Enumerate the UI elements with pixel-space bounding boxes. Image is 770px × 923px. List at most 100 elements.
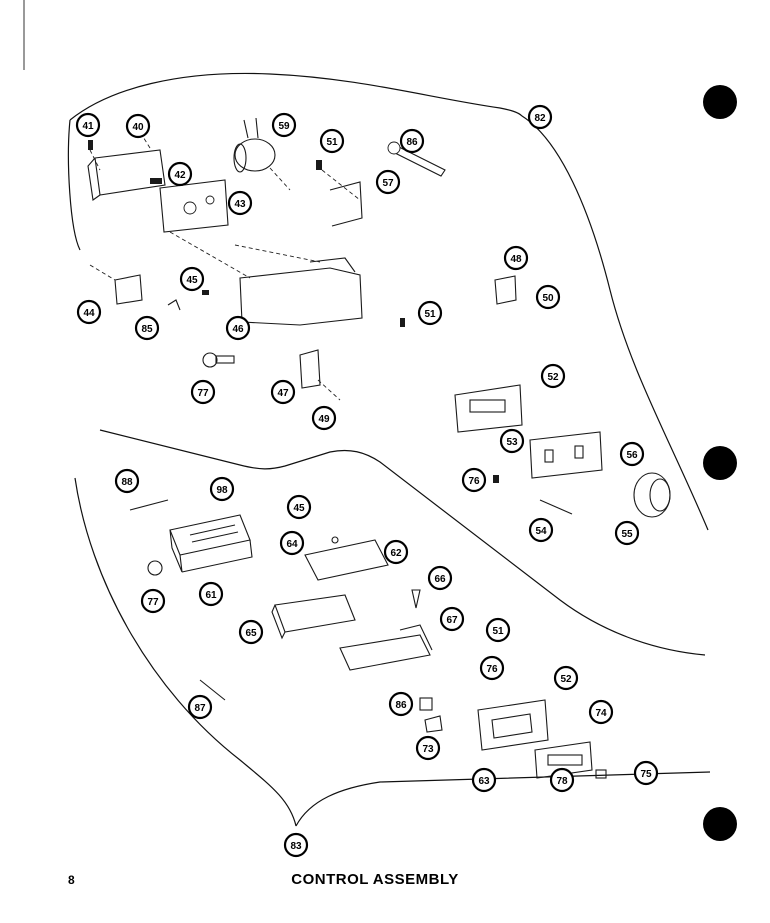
callout-43: 43	[227, 190, 253, 216]
svg-text:76: 76	[486, 664, 498, 675]
svg-text:54: 54	[535, 526, 547, 537]
bracket-part-57	[329, 181, 363, 227]
callout-56: 56	[619, 441, 645, 467]
callout-85: 85	[134, 315, 160, 341]
screw-part-76-upper	[493, 475, 499, 483]
callout-51-upper: 51	[319, 128, 345, 154]
callout-47: 47	[270, 379, 296, 405]
callout-78: 78	[549, 767, 575, 793]
bracket-part-65	[271, 594, 356, 640]
callout-55: 55	[614, 520, 640, 546]
callout-52-lower: 52	[553, 665, 579, 691]
callout-74: 74	[588, 699, 614, 725]
punch-hole-middle	[703, 446, 737, 480]
callout-65: 65	[238, 619, 264, 645]
connector-part-44	[89, 264, 143, 305]
punch-hole-top	[703, 85, 737, 119]
svg-text:55: 55	[621, 529, 633, 540]
svg-text:45: 45	[293, 503, 305, 514]
motor-part-59	[233, 117, 291, 191]
board-part-98	[169, 514, 253, 573]
callout-87: 87	[187, 694, 213, 720]
svg-text:63: 63	[478, 776, 490, 787]
callout-50: 50	[535, 284, 561, 310]
svg-text:45: 45	[186, 275, 198, 286]
callout-77-upper: 77	[190, 379, 216, 405]
dial-part-55	[633, 472, 671, 518]
callout-41: 41	[75, 112, 101, 138]
upper-assembly-outline	[67, 72, 709, 531]
svg-text:78: 78	[556, 776, 568, 787]
clip-part-73	[424, 715, 443, 733]
screw-part-41	[88, 140, 101, 171]
svg-text:52: 52	[547, 372, 559, 383]
wire-part-87	[199, 679, 226, 701]
callout-48: 48	[503, 245, 529, 271]
callout-62: 62	[383, 539, 409, 565]
frame-part-67	[339, 624, 433, 671]
callout-51-lower: 51	[485, 617, 511, 643]
callout-86-lower: 86	[388, 691, 414, 717]
spring-part-42	[150, 178, 162, 184]
svg-text:98: 98	[216, 485, 228, 496]
callout-54: 54	[528, 517, 554, 543]
svg-text:51: 51	[492, 626, 504, 637]
screw-part-51-mid	[400, 318, 405, 327]
callout-61: 61	[198, 581, 224, 607]
callout-51-mid: 51	[417, 300, 443, 326]
svg-text:40: 40	[132, 122, 144, 133]
callout-88: 88	[114, 468, 140, 494]
svg-text:76: 76	[468, 476, 480, 487]
svg-text:49: 49	[318, 414, 330, 425]
callout-77-lower: 77	[140, 588, 166, 614]
svg-text:88: 88	[121, 477, 133, 488]
switch-part-48	[494, 275, 517, 305]
plate-part-43	[159, 179, 229, 233]
callout-67: 67	[439, 606, 465, 632]
svg-text:57: 57	[382, 178, 394, 189]
svg-text:51: 51	[326, 137, 338, 148]
svg-text:73: 73	[422, 744, 434, 755]
callout-76-lower: 76	[479, 655, 505, 681]
callout-64: 64	[279, 530, 305, 556]
svg-text:85: 85	[141, 324, 153, 335]
page-title: CONTROL ASSEMBLY	[291, 871, 458, 888]
panel-part-52-lower	[477, 699, 549, 751]
callout-46: 46	[225, 315, 251, 341]
callout-98: 98	[209, 476, 235, 502]
svg-text:87: 87	[194, 703, 206, 714]
callout-63: 63	[471, 767, 497, 793]
svg-text:61: 61	[205, 590, 217, 601]
callout-82: 82	[527, 104, 553, 130]
svg-text:86: 86	[406, 137, 418, 148]
callout-52-upper: 52	[540, 363, 566, 389]
pin-part-54	[539, 499, 573, 515]
clip-part-45-upper	[202, 290, 209, 295]
svg-text:42: 42	[174, 170, 186, 181]
washer-part-64	[331, 536, 339, 544]
svg-text:52: 52	[560, 674, 572, 685]
bezel-part-74	[534, 741, 593, 779]
svg-text:65: 65	[245, 628, 257, 639]
callout-45-lower: 45	[286, 494, 312, 520]
knob-part-77-lower	[147, 560, 163, 576]
svg-text:75: 75	[640, 769, 652, 780]
callout-73: 73	[415, 735, 441, 761]
svg-text:74: 74	[595, 708, 607, 719]
knob-part-77-upper	[202, 352, 235, 368]
callout-42: 42	[167, 161, 193, 187]
callout-76-upper: 76	[461, 467, 487, 493]
svg-text:47: 47	[277, 388, 289, 399]
clip-part-85	[167, 299, 181, 311]
lower-assembly-outline	[74, 429, 711, 827]
svg-text:66: 66	[434, 574, 446, 585]
callout-86-upper: 86	[399, 128, 425, 154]
svg-text:82: 82	[534, 113, 546, 124]
panel-part-52-upper	[454, 384, 523, 433]
callout-75: 75	[633, 760, 659, 786]
callout-49: 49	[311, 405, 337, 431]
callout-44: 44	[76, 299, 102, 325]
svg-text:51: 51	[424, 309, 436, 320]
callout-57: 57	[375, 169, 401, 195]
